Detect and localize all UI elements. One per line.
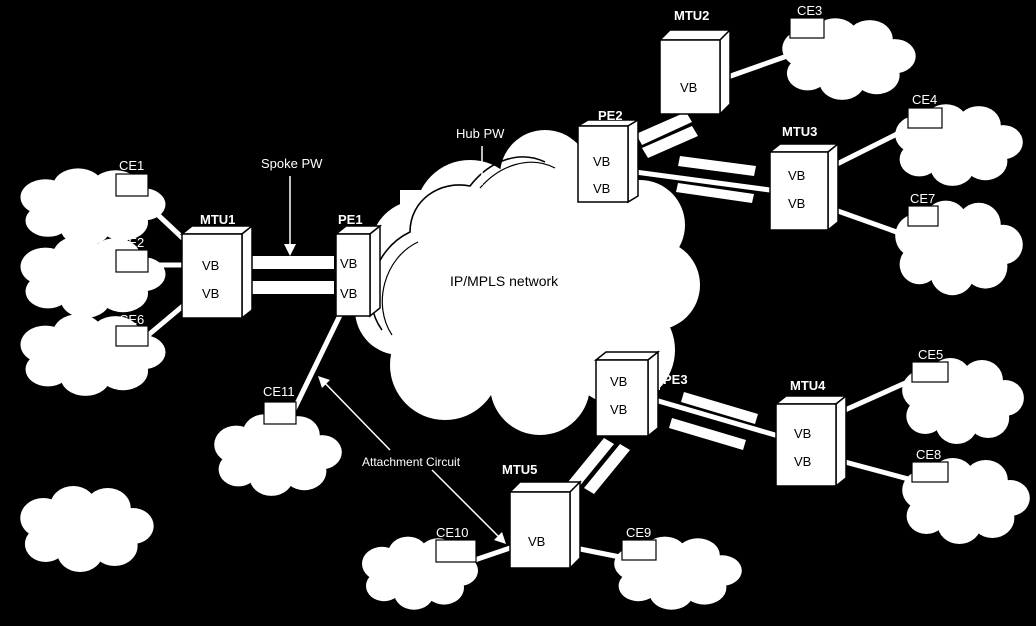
pe1-label: PE1 bbox=[338, 212, 363, 227]
mtu4-vb-1: VB bbox=[794, 426, 811, 441]
pw-pe3-mtu4-a bbox=[681, 392, 758, 424]
labels: Hub PW Spoke PW Attachment Circuit PE1 P… bbox=[119, 3, 943, 540]
pe2-router: VB VB bbox=[575, 118, 641, 204]
mtu1-label: MTU1 bbox=[200, 212, 235, 227]
ce7-label: CE7 bbox=[910, 191, 935, 206]
mtu2-label: MTU2 bbox=[674, 8, 709, 23]
pw-pe2-mtu2-b bbox=[642, 126, 698, 158]
pe2-label: PE2 bbox=[598, 108, 623, 123]
link-mtu4-ce8 bbox=[842, 459, 915, 483]
ce4-label: CE4 bbox=[912, 92, 937, 107]
link-mtu3-ce4 bbox=[832, 127, 908, 168]
ce8-label: CE8 bbox=[916, 447, 941, 462]
ce1-label: CE1 bbox=[119, 158, 144, 173]
mtu2-switch: VB bbox=[658, 28, 732, 116]
mtu5-switch: VB bbox=[508, 480, 582, 570]
ce11-device bbox=[263, 401, 297, 425]
mtu1-vb-1: VB bbox=[202, 258, 219, 273]
ce7-device bbox=[907, 205, 939, 227]
cloud-ce11 bbox=[214, 414, 342, 496]
ce8-device bbox=[911, 461, 949, 483]
ce3-label: CE3 bbox=[797, 3, 822, 18]
ce9-device bbox=[621, 539, 657, 561]
mtu1-switch: VB VB bbox=[179, 224, 255, 320]
mtu3-label: MTU3 bbox=[782, 124, 817, 139]
spoke-pw-label: Spoke PW bbox=[261, 156, 323, 171]
mtu3-vb-2: VB bbox=[788, 196, 805, 211]
pe1-router: VB VB bbox=[333, 224, 383, 318]
hub-pw-label: Hub PW bbox=[456, 126, 505, 141]
pw-pe3-mtu5-b bbox=[584, 444, 630, 494]
pw-pe2-mtu2-a bbox=[636, 112, 692, 145]
ce10-device bbox=[435, 539, 477, 563]
ce9-label: CE9 bbox=[626, 525, 651, 540]
mtu3-vb-1: VB bbox=[788, 168, 805, 183]
network-label: IP/MPLS network bbox=[450, 273, 559, 289]
ce1-device bbox=[115, 173, 149, 197]
link-mtu4-ce5 bbox=[842, 377, 915, 413]
mtu5-vb-1: VB bbox=[528, 534, 545, 549]
pe3-label: PE3 bbox=[663, 372, 688, 387]
link-mtu3-ce7 bbox=[832, 207, 908, 238]
attachment-arrow-up bbox=[321, 379, 391, 451]
cloud-empty bbox=[20, 486, 154, 572]
mtu4-switch: VB VB bbox=[773, 394, 849, 488]
attachment-circuit-label: Attachment Circuit bbox=[362, 455, 461, 469]
ce-devices bbox=[115, 17, 949, 563]
pe2-vb-2: VB bbox=[593, 181, 610, 196]
mtu5-label: MTU5 bbox=[502, 462, 537, 477]
mtu2-vb-1: VB bbox=[680, 80, 697, 95]
pe1-vb-2: VB bbox=[340, 286, 357, 301]
ce6-label: CE6 bbox=[119, 312, 144, 327]
link-ce11-pe1 bbox=[287, 302, 348, 421]
annotation-arrows bbox=[284, 146, 506, 544]
ce6-device bbox=[115, 325, 149, 347]
ce5-device bbox=[911, 361, 949, 383]
spoke-pw-lower bbox=[252, 281, 334, 294]
ce10-label: CE10 bbox=[436, 525, 469, 540]
pe3-router: VB VB bbox=[593, 350, 661, 438]
ce2-device bbox=[115, 249, 149, 273]
ce4-device bbox=[907, 107, 943, 129]
mtu1-vb-2: VB bbox=[202, 286, 219, 301]
pw-pe3-mtu4-b bbox=[669, 418, 746, 450]
pe2-vb-1: VB bbox=[593, 154, 610, 169]
pe3-vb-2: VB bbox=[610, 402, 627, 417]
pseudowires bbox=[252, 112, 758, 494]
mtu4-label: MTU4 bbox=[790, 378, 826, 393]
ce11-label: CE11 bbox=[263, 384, 295, 399]
mtu4-vb-2: VB bbox=[794, 454, 811, 469]
pe1-vb-1: VB bbox=[340, 256, 357, 271]
ce2-label: CE2 bbox=[119, 235, 144, 250]
pe3-vb-1: VB bbox=[610, 374, 627, 389]
pw-pe3-mtu5-a bbox=[568, 438, 614, 488]
ce3-device bbox=[789, 17, 825, 39]
link-mtu2-ce3 bbox=[722, 52, 793, 81]
link-pe2-mtu3 bbox=[632, 169, 773, 193]
spoke-pw-upper bbox=[252, 256, 334, 269]
pw-pe2-mtu3-b bbox=[676, 183, 754, 203]
link-pe3-mtu4 bbox=[652, 397, 778, 438]
pw-pe2-mtu3-a bbox=[678, 156, 756, 176]
ce5-label: CE5 bbox=[918, 347, 943, 362]
attachment-arrow-down bbox=[431, 469, 503, 541]
mtu3-switch: VB VB bbox=[767, 142, 841, 232]
